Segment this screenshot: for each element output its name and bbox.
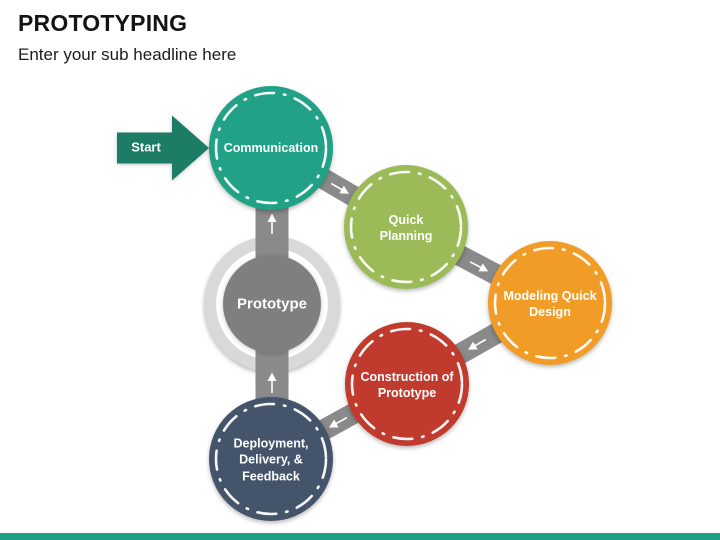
step-label-quick-planning: Quick Planning xyxy=(379,212,433,243)
page-title: PROTOTYPING xyxy=(18,10,188,36)
footer-accent-bar xyxy=(0,533,720,540)
flow-arrow-up-icon xyxy=(267,372,277,393)
communication-circle xyxy=(209,86,333,210)
flow-arrow-icon xyxy=(468,338,487,350)
step-label-construction-of-prototype: Construction of Prototype xyxy=(360,369,454,400)
step-label-deployment-delivery-feedback: Deployment, Delivery, & Feedback xyxy=(233,436,309,484)
flow-arrow-icon xyxy=(469,261,489,272)
modeling-quick-design-circle xyxy=(488,241,612,365)
deployment-circle xyxy=(209,397,333,521)
flow-arrow-icon xyxy=(328,416,348,428)
start-label: Start xyxy=(131,139,161,155)
step-label-modeling-quick-design: Modeling Quick Design xyxy=(503,288,597,319)
quick-planning-circle xyxy=(344,165,468,289)
slide-subtitle: Enter your sub headline here xyxy=(18,45,237,64)
step-label-communication: Communication xyxy=(223,140,319,155)
construction-of-prototype-circle xyxy=(345,322,469,446)
flow-arrow-up-icon xyxy=(267,213,277,234)
start-arrow-shape xyxy=(117,115,209,181)
prototype-inner-circle xyxy=(223,255,321,353)
center-label-prototype: Prototype xyxy=(236,295,307,313)
flow-arrow-icon xyxy=(330,182,349,194)
